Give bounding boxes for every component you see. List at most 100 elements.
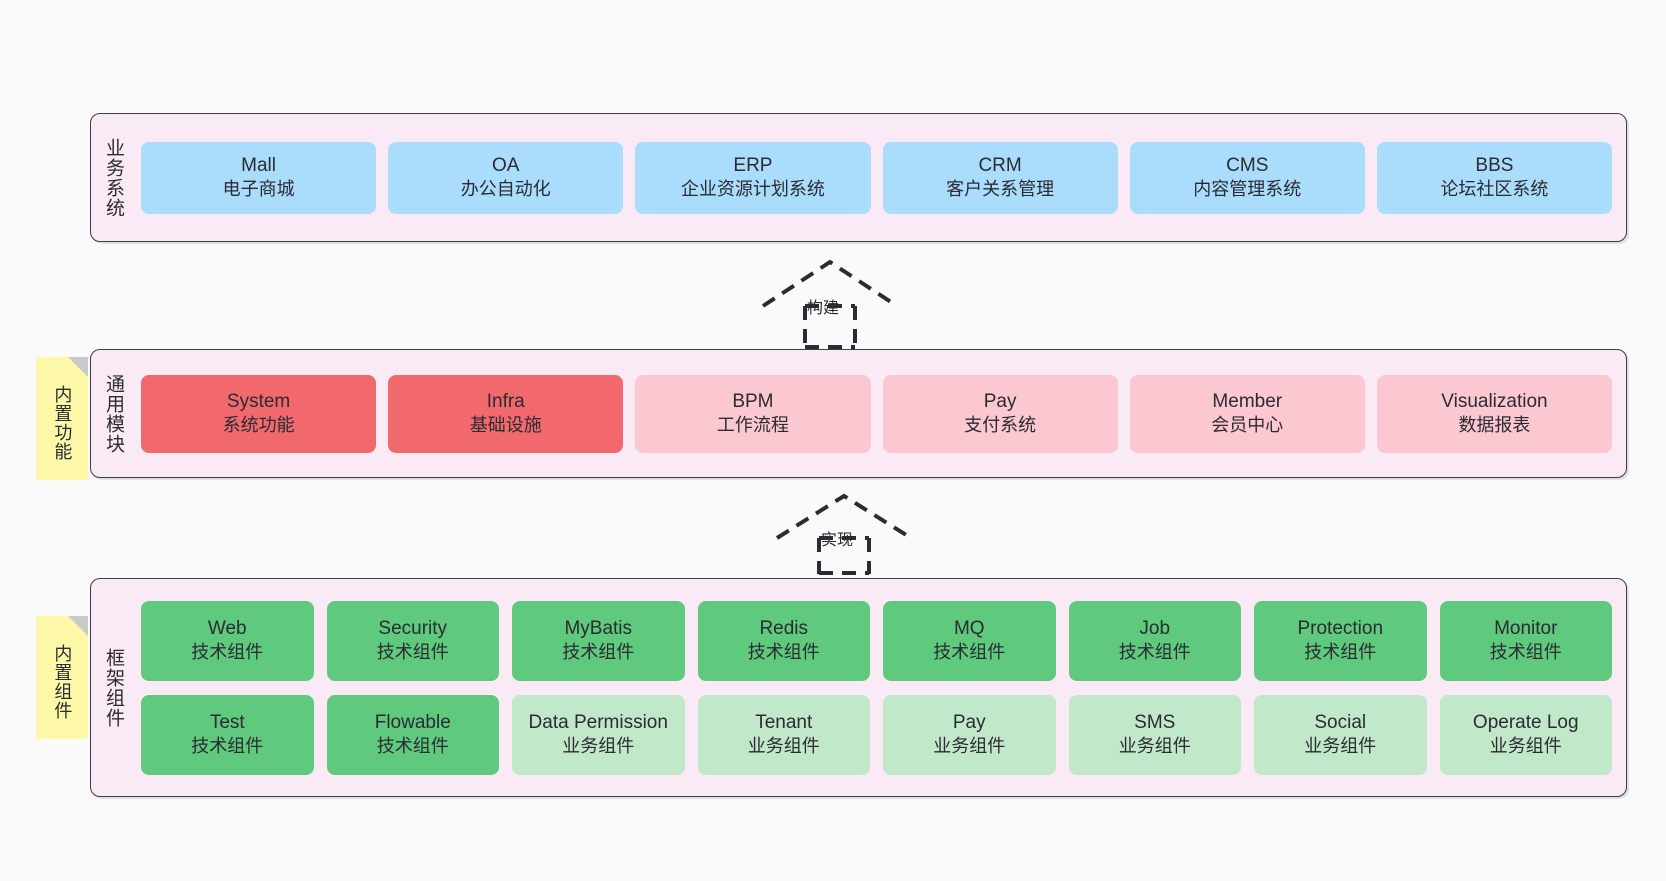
card-visualization[interactable]: Visualization 数据报表 <box>1376 374 1613 453</box>
card-title-en: Test <box>209 711 245 733</box>
card-title-cn: 支付系统 <box>964 415 1037 436</box>
card-title-cn: 技术组件 <box>376 736 449 757</box>
card-title-en: SMS <box>1134 711 1176 733</box>
note-fold-corner-icon <box>68 616 88 636</box>
card-social[interactable]: Social 业务组件 <box>1254 694 1427 775</box>
card-title-cn: 技术组件 <box>933 642 1006 663</box>
card-title-en: Monitor <box>1494 617 1558 639</box>
card-mq[interactable]: MQ 技术组件 <box>883 600 1056 681</box>
card-flowable[interactable]: Flowable 技术组件 <box>326 694 499 775</box>
card-title-cn: 数据报表 <box>1458 415 1531 436</box>
card-title-en: BBS <box>1475 154 1514 176</box>
card-title-cn: 技术组件 <box>376 642 449 663</box>
card-title-cn: 客户关系管理 <box>946 179 1055 200</box>
card-title-cn: 内容管理系统 <box>1193 179 1302 200</box>
layer-title-business-systems: 业务系统 <box>102 137 124 218</box>
layer-title-common-modules: 通用模块 <box>102 373 124 454</box>
card-web[interactable]: Web 技术组件 <box>141 600 314 681</box>
card-infra[interactable]: Infra 基础设施 <box>388 374 624 453</box>
card-oa[interactable]: OA 办公自动化 <box>388 141 624 214</box>
card-title-cn: 论坛社区系统 <box>1440 179 1549 200</box>
card-title-cn: 业务组件 <box>1118 736 1191 757</box>
layer-framework-components: 框架组件 Web 技术组件 Security 技术组件 MyBatis 技术组件… <box>90 578 1627 797</box>
card-crm[interactable]: CRM 客户关系管理 <box>882 141 1118 214</box>
note-builtin-functions: 内置功能 <box>36 357 88 480</box>
card-sms[interactable]: SMS 业务组件 <box>1068 694 1241 775</box>
card-member[interactable]: Member 会员中心 <box>1129 374 1365 453</box>
card-redis[interactable]: Redis 技术组件 <box>697 600 870 681</box>
component-row-business: Test 技术组件 Flowable 技术组件 Data Permission … <box>141 694 1612 775</box>
layer-common-modules: 通用模块 System 系统功能 Infra 基础设施 BPM 工作流程 Pay… <box>90 349 1627 478</box>
card-title-cn: 技术组件 <box>562 642 635 663</box>
layer-body-common-modules: System 系统功能 Infra 基础设施 BPM 工作流程 Pay 支付系统… <box>135 350 1626 477</box>
dashed-hollow-arrow-icon <box>775 493 913 575</box>
card-pay[interactable]: Pay 支付系统 <box>882 374 1118 453</box>
card-bpm[interactable]: BPM 工作流程 <box>635 374 871 453</box>
card-title-cn: 技术组件 <box>747 642 820 663</box>
layer-title-framework-components: 框架组件 <box>102 647 124 728</box>
component-row-tech: Web 技术组件 Security 技术组件 MyBatis 技术组件 Redi… <box>141 600 1612 681</box>
card-title-en: Tenant <box>755 711 813 733</box>
card-title-cn: 业务组件 <box>562 736 635 757</box>
card-title-cn: 业务组件 <box>1304 736 1377 757</box>
card-title-en: Member <box>1212 390 1283 412</box>
card-title-cn: 技术组件 <box>1304 642 1377 663</box>
card-title-cn: 电子商城 <box>222 179 295 200</box>
card-title-en: MQ <box>953 617 985 639</box>
card-mybatis[interactable]: MyBatis 技术组件 <box>512 600 685 681</box>
card-title-en: Social <box>1314 711 1367 733</box>
card-title-cn: 办公自动化 <box>460 179 551 200</box>
card-title-cn: 工作流程 <box>716 415 789 436</box>
card-monitor[interactable]: Monitor 技术组件 <box>1439 600 1612 681</box>
card-title-cn: 技术组件 <box>191 736 264 757</box>
layer-business-systems: 业务系统 Mall 电子商城 OA 办公自动化 ERP 企业资源计划系统 CRM… <box>90 113 1627 242</box>
card-title-cn: 技术组件 <box>1118 642 1191 663</box>
card-title-en: Data Permission <box>528 711 668 733</box>
card-title-en: Protection <box>1297 617 1384 639</box>
card-title-en: Redis <box>759 617 809 639</box>
card-title-en: BPM <box>732 390 774 412</box>
note-label: 内置功能 <box>52 384 73 461</box>
card-system[interactable]: System 系统功能 <box>141 374 377 453</box>
card-title-en: System <box>226 390 291 412</box>
card-title-cn: 技术组件 <box>191 642 264 663</box>
card-title-cn: 会员中心 <box>1211 415 1284 436</box>
card-cms[interactable]: CMS 内容管理系统 <box>1129 141 1365 214</box>
card-protection[interactable]: Protection 技术组件 <box>1254 600 1427 681</box>
card-data-permission[interactable]: Data Permission 业务组件 <box>512 694 685 775</box>
card-title-cn: 系统功能 <box>222 415 295 436</box>
card-title-cn: 业务组件 <box>933 736 1006 757</box>
note-label: 内置组件 <box>52 643 73 720</box>
card-tenant[interactable]: Tenant 业务组件 <box>697 694 870 775</box>
card-title-en: MyBatis <box>564 617 633 639</box>
card-title-cn: 企业资源计划系统 <box>680 179 825 200</box>
card-title-en: Security <box>378 617 448 639</box>
card-bbs[interactable]: BBS 论坛社区系统 <box>1376 141 1613 214</box>
connector-build: 构建 <box>758 258 902 349</box>
card-title-cn: 技术组件 <box>1489 642 1562 663</box>
card-job[interactable]: Job 技术组件 <box>1068 600 1241 681</box>
card-mall[interactable]: Mall 电子商城 <box>141 141 377 214</box>
card-erp[interactable]: ERP 企业资源计划系统 <box>635 141 871 214</box>
card-pay-business[interactable]: Pay 业务组件 <box>883 694 1056 775</box>
card-title-en: Job <box>1139 617 1171 639</box>
connector-label-build: 构建 <box>807 300 840 317</box>
card-title-en: Pay <box>983 390 1017 412</box>
card-title-en: Infra <box>486 390 525 412</box>
card-security[interactable]: Security 技术组件 <box>326 600 499 681</box>
card-title-en: Pay <box>952 711 986 733</box>
card-title-en: Visualization <box>1441 390 1548 412</box>
connector-label-implement: 实现 <box>821 532 854 549</box>
card-title-cn: 基础设施 <box>469 415 542 436</box>
note-fold-corner-icon <box>68 357 88 377</box>
card-title-en: Web <box>207 617 247 639</box>
note-builtin-components: 内置组件 <box>36 616 88 739</box>
card-title-cn: 业务组件 <box>1489 736 1562 757</box>
card-title-cn: 业务组件 <box>747 736 820 757</box>
card-title-en: OA <box>492 154 520 176</box>
card-title-en: CRM <box>978 154 1022 176</box>
card-operate-log[interactable]: Operate Log 业务组件 <box>1439 694 1612 775</box>
card-test[interactable]: Test 技术组件 <box>141 694 314 775</box>
connector-implement: 实现 <box>772 492 916 575</box>
